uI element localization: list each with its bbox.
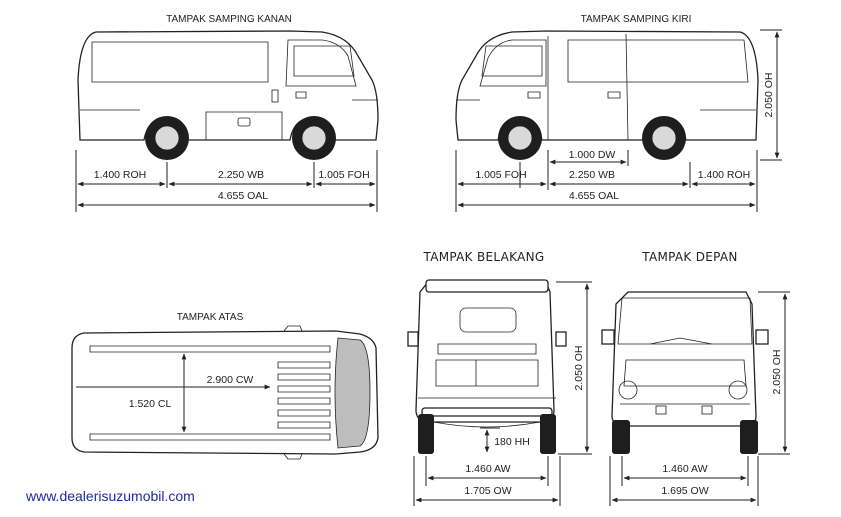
rear-hh-label: 180 HH — [494, 436, 530, 448]
top-van-drawing — [71, 325, 379, 460]
top-cl-label: 1.520 CL — [129, 398, 172, 410]
rear-view-title: TAMPAK BELAKANG — [423, 250, 545, 264]
top-view-title: TAMPAK ATAS — [177, 312, 244, 323]
front-view-title: TAMPAK DEPAN — [641, 250, 737, 264]
ls-dw-label: 1.000 DW — [569, 149, 616, 161]
ls-oh-label: 2.050 OH — [763, 73, 775, 118]
front-aw-label: 1.460 AW — [662, 463, 707, 475]
ls-oal-label: 4.655 OAL — [569, 190, 619, 202]
rs-oal-label: 4.655 OAL — [218, 190, 268, 202]
rear-van-drawing — [407, 279, 567, 454]
front-oh-label: 2.050 OH — [771, 350, 783, 395]
ls-wb-label: 2.250 WB — [569, 169, 615, 181]
wheel-icon — [651, 125, 677, 151]
rear-ow-label: 1.705 OW — [464, 485, 511, 497]
website-watermark: www.dealerisuzumobil.com — [26, 488, 195, 504]
top-cw-label: 2.900 CW — [207, 374, 254, 386]
right-side-van-drawing — [77, 30, 379, 160]
wheel-icon — [154, 125, 180, 151]
front-view: TAMPAK DEPAN 2.050 OH 1.460 AW 1 — [601, 250, 790, 506]
wheel-icon — [507, 125, 533, 151]
ls-roh-label: 1.400 ROH — [698, 169, 751, 181]
top-view: TAMPAK ATAS 2.900 CW 1.520 CL — [71, 312, 379, 460]
front-van-drawing — [601, 291, 769, 454]
front-ow-label: 1.695 OW — [661, 485, 708, 497]
left-side-van-drawing — [455, 30, 759, 160]
rear-view: TAMPAK BELAKANG 2.050 OH 180 HH — [407, 250, 592, 506]
left-side-title: TAMPAK SAMPING KIRI — [581, 14, 692, 25]
rear-oh-label: 2.050 OH — [573, 346, 585, 391]
rs-wb-label: 2.250 WB — [218, 169, 264, 181]
right-side-title: TAMPAK SAMPING KANAN — [166, 14, 292, 25]
rear-aw-label: 1.460 AW — [465, 463, 510, 475]
rs-roh-label: 1.400 ROH — [94, 169, 147, 181]
ls-foh-label: 1.005 FOH — [475, 169, 526, 181]
wheel-icon — [301, 125, 327, 151]
rs-foh-label: 1.005 FOH — [318, 169, 369, 181]
right-side-view: TAMPAK SAMPING KANAN 1.400 ROH 2.250 WB — [75, 14, 379, 212]
left-side-view: TAMPAK SAMPING KIRI 2.050 OH 1.000 DW — [455, 14, 782, 212]
